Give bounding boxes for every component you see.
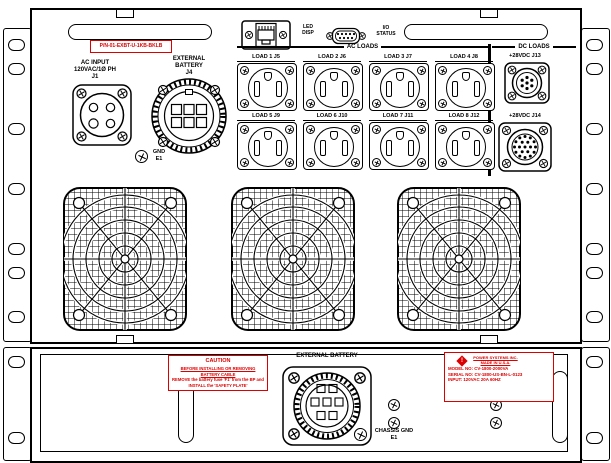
mounting-hole — [586, 39, 603, 51]
mounting-hole — [8, 356, 25, 368]
load-5-label: LOAD 5 J9 — [237, 113, 295, 121]
caution-label: CAUTION BEFORE INSTALLING OR REMOVING BA… — [168, 355, 268, 392]
ac-input-connector — [72, 84, 132, 146]
bottom-unit-front-panel: CAUTION BEFORE INSTALLING OR REMOVING BA… — [30, 347, 582, 463]
outlet-receptacle — [314, 127, 354, 167]
panel-tab — [480, 9, 498, 18]
led-display-connector — [241, 20, 291, 50]
load-6-label: LOAD 6 J10 — [303, 113, 361, 121]
outlet-receptacle — [314, 68, 354, 108]
dc-jack1-label: +28VDC J13 — [509, 53, 541, 59]
mounting-hole — [8, 311, 25, 323]
chassis-gnd-screw-icon — [354, 428, 367, 441]
mounting-hole — [586, 63, 603, 75]
dc-jack2-label: +28VDC J14 — [509, 113, 541, 119]
dc-loads-header: DC LOADS — [492, 44, 576, 50]
gnd-label: GND E1 — [152, 149, 166, 162]
handle-slot-right — [404, 24, 548, 40]
rack-ear-right-bottom — [581, 347, 610, 461]
mounting-hole — [586, 267, 603, 279]
panel-tab — [480, 335, 498, 344]
load-3-label: LOAD 3 J7 — [369, 54, 427, 62]
mounting-hole — [8, 267, 25, 279]
fan-grille-2 — [230, 186, 356, 332]
panel-screw — [490, 417, 502, 429]
panel-screw — [388, 417, 400, 429]
outlet-receptacle — [446, 127, 486, 167]
rating-label: ! POWER SYSTEMS INC. MADE IN U.S.A. MODE… — [444, 352, 554, 402]
rating-model: MODEL NO: CV-1800-2000VA — [448, 365, 509, 371]
rack-ear-right-top — [581, 28, 610, 342]
external-battery-bottom-connector — [282, 366, 372, 446]
load-3-outlet — [369, 63, 429, 111]
mounting-hole — [586, 311, 603, 323]
fan-grille-1 — [62, 186, 188, 332]
vent-slot-right — [552, 371, 568, 443]
mounting-hole — [8, 432, 25, 444]
rating-input: INPUT: 120VAC 20A 60HZ — [448, 377, 501, 383]
mounting-hole — [8, 243, 25, 255]
rack-ear-left-top — [3, 28, 32, 342]
load-2-outlet — [303, 63, 363, 111]
rack-ear-left-bottom — [3, 347, 32, 461]
panel-screw — [388, 399, 400, 411]
mounting-hole — [8, 39, 25, 51]
load-2-label: LOAD 2 J6 — [303, 54, 361, 62]
load-8-label: LOAD 8 J12 — [435, 113, 493, 121]
mounting-hole — [8, 123, 25, 135]
load-8-outlet — [435, 122, 495, 170]
outlet-receptacle — [248, 127, 288, 167]
outlet-receptacle — [248, 68, 288, 108]
part-number-label: P/N-01-EXBT-U-1KB-BKLB — [90, 40, 172, 53]
rating-serial: SERIAL NO: CV-1800-US-BN-L-0123 — [448, 371, 523, 377]
panel-tab — [116, 9, 134, 18]
fan-grille-3 — [396, 186, 522, 332]
rating-company-lines: POWER SYSTEMS INC. MADE IN U.S.A. — [473, 355, 518, 366]
load-1-label: LOAD 1 J5 — [237, 54, 295, 62]
load-5-outlet — [237, 122, 297, 170]
external-battery-bottom-label: EXTERNAL BATTERY — [296, 353, 358, 359]
ac-loads-header: AC LOADS — [237, 44, 488, 50]
ac-input-label: AC INPUT 120VAC/1Ø PH J1 — [74, 60, 116, 81]
io-status-connector — [326, 27, 366, 45]
load-4-outlet — [435, 63, 495, 111]
load-6-outlet — [303, 122, 363, 170]
mounting-hole — [8, 63, 25, 75]
load-7-outlet — [369, 122, 429, 170]
mounting-hole — [586, 243, 603, 255]
panel-tab — [116, 335, 134, 344]
external-battery-top-connector — [151, 78, 227, 154]
outlet-receptacle — [380, 68, 420, 108]
gnd-screw-icon — [135, 150, 148, 163]
handle-slot-left — [68, 24, 212, 40]
mounting-hole — [586, 432, 603, 444]
outlet-receptacle — [380, 127, 420, 167]
chassis-gnd-label: CHASSIS GND E1 — [374, 428, 414, 441]
external-battery-top-label: EXTERNAL BATTERY J4 — [172, 56, 206, 77]
led-display-label: LED DISP — [302, 24, 314, 36]
load-1-outlet — [237, 63, 297, 111]
io-status-label: I/O STATUS — [376, 25, 396, 37]
outlet-receptacle — [446, 68, 486, 108]
load-7-label: LOAD 7 J11 — [369, 113, 427, 121]
top-unit-front-panel: LED DISP I/O STATUS P/N-01-EXBT-U-1KB-BK… — [30, 8, 582, 344]
load-4-label: LOAD 4 J8 — [435, 54, 493, 62]
dc-jack1-connector — [504, 62, 550, 104]
mounting-hole — [586, 183, 603, 195]
mounting-hole — [8, 183, 25, 195]
dc-jack2-connector — [498, 122, 552, 172]
mounting-hole — [586, 123, 603, 135]
mounting-hole — [586, 356, 603, 368]
warning-diamond-icon: ! — [456, 355, 468, 367]
